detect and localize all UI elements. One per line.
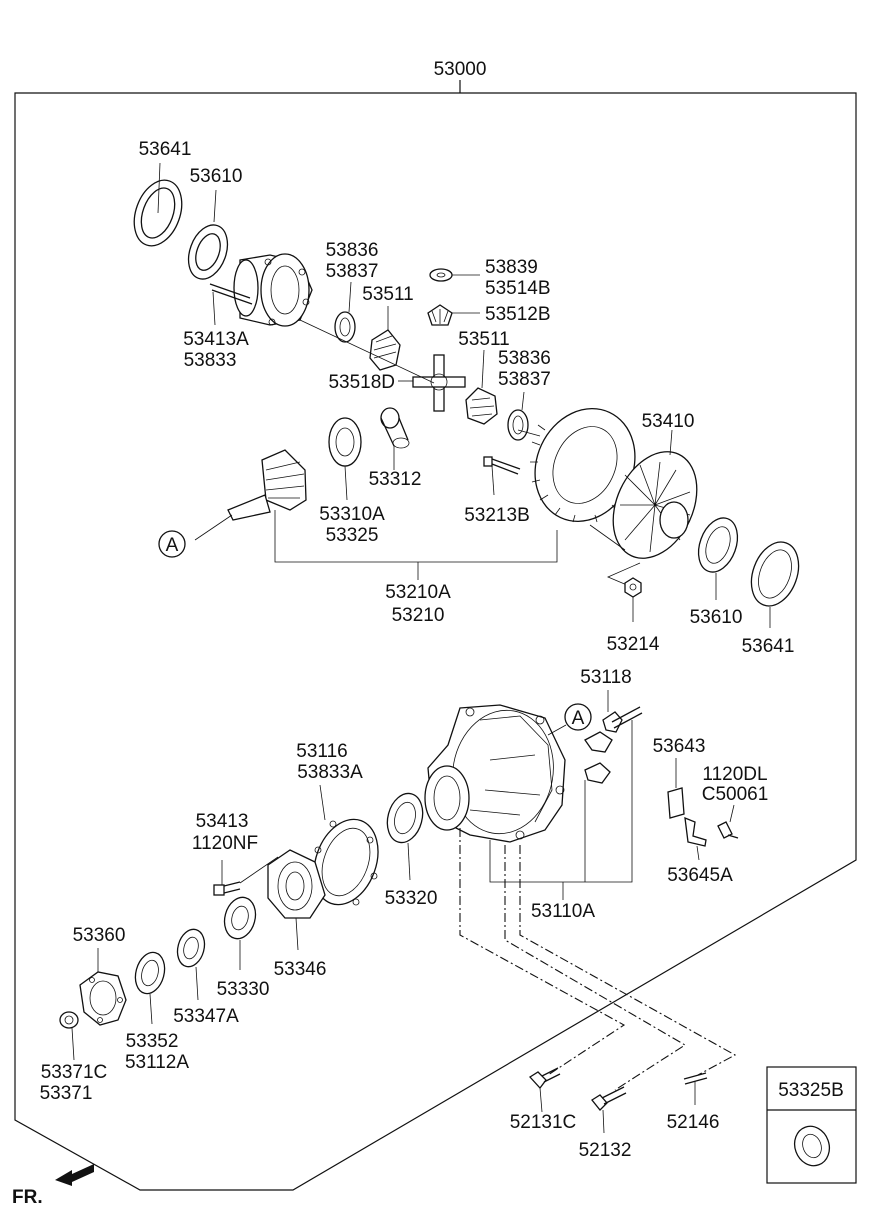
gasket[interactable] bbox=[303, 784, 389, 914]
part-label[interactable]: 1120DL bbox=[702, 764, 767, 785]
bearing-53347a[interactable] bbox=[174, 926, 209, 1001]
bearing-race-bottom[interactable] bbox=[743, 535, 807, 628]
assembly-label[interactable]: 53000 bbox=[434, 59, 487, 80]
carrier-nut[interactable] bbox=[606, 562, 642, 622]
part-label[interactable]: 53214 bbox=[607, 634, 660, 655]
part-label[interactable]: 53511 bbox=[362, 284, 413, 305]
companion-flange[interactable] bbox=[79, 948, 127, 1026]
mount-leader-b bbox=[504, 845, 687, 1091]
part-label[interactable]: 53210 bbox=[392, 605, 445, 626]
inset-box-53325b[interactable] bbox=[766, 1066, 857, 1184]
mounting-plate[interactable] bbox=[667, 758, 685, 819]
part-label[interactable]: 53514B bbox=[485, 278, 551, 299]
collapsible-spacer[interactable] bbox=[380, 407, 410, 470]
part-label[interactable]: 53116 bbox=[296, 741, 347, 762]
part-label[interactable]: 53352 bbox=[126, 1031, 179, 1052]
assembly-boundary bbox=[14, 80, 857, 1191]
ring-gear-bolt[interactable] bbox=[483, 456, 521, 496]
flange-nut[interactable] bbox=[59, 1011, 79, 1061]
part-label[interactable]: 53610 bbox=[190, 166, 243, 187]
part-label[interactable]: 53518D bbox=[328, 372, 395, 393]
part-label[interactable]: 53837 bbox=[498, 369, 551, 390]
part-label[interactable]: 53641 bbox=[139, 139, 192, 160]
part-label[interactable]: 53837 bbox=[326, 261, 379, 282]
part-label[interactable]: 52146 bbox=[667, 1112, 720, 1133]
pinion-gear[interactable] bbox=[427, 304, 480, 326]
bracket-clip[interactable] bbox=[684, 816, 707, 861]
part-label[interactable]: 1120NF bbox=[192, 833, 258, 854]
pinion-bearing[interactable] bbox=[328, 417, 362, 501]
part-label[interactable]: 53312 bbox=[369, 469, 422, 490]
part-label[interactable]: C50061 bbox=[702, 784, 769, 805]
carrier-housing[interactable] bbox=[424, 702, 567, 843]
svg-text:A: A bbox=[572, 708, 585, 729]
part-label[interactable]: 53210A bbox=[385, 582, 451, 603]
thrust-washer-b[interactable] bbox=[507, 391, 529, 441]
part-label[interactable]: 53347A bbox=[173, 1006, 239, 1027]
part-label[interactable]: 53833 bbox=[184, 350, 237, 371]
inset-label[interactable]: 53325B bbox=[778, 1080, 844, 1101]
mount-bolt-52131c[interactable] bbox=[528, 1067, 561, 1113]
mount-leader-c bbox=[519, 845, 737, 1076]
part-label[interactable]: 53320 bbox=[385, 888, 438, 909]
oil-seal[interactable] bbox=[131, 949, 169, 1025]
bracket-bolt[interactable] bbox=[717, 804, 739, 839]
part-label[interactable]: 53110A bbox=[531, 901, 595, 922]
thrust-washer-a[interactable] bbox=[334, 281, 356, 343]
bearing-race-top[interactable] bbox=[126, 162, 191, 252]
part-label[interactable]: 53839 bbox=[485, 257, 538, 278]
part-label[interactable]: 53610 bbox=[690, 607, 743, 628]
differential-case[interactable] bbox=[233, 253, 313, 327]
callout-a-upper[interactable]: A bbox=[158, 530, 186, 558]
part-label[interactable]: 53360 bbox=[73, 925, 126, 946]
mount-bolt-52132[interactable] bbox=[591, 1086, 627, 1134]
part-label[interactable]: 53118 bbox=[580, 667, 631, 688]
bracket-53210a bbox=[274, 510, 558, 563]
part-label[interactable]: 53310A bbox=[319, 504, 385, 525]
part-label[interactable]: 53413 bbox=[196, 811, 249, 832]
part-label[interactable]: 53371 bbox=[40, 1083, 93, 1104]
front-arrow-icon bbox=[55, 1164, 94, 1186]
drive-pinion[interactable] bbox=[194, 449, 307, 541]
bearing-bottom[interactable] bbox=[692, 513, 745, 600]
part-label[interactable]: 53512B bbox=[485, 304, 551, 325]
part-label[interactable]: 53410 bbox=[642, 411, 695, 432]
part-label[interactable]: 53325 bbox=[326, 525, 379, 546]
bearing-cap[interactable] bbox=[584, 690, 643, 784]
side-gear-b[interactable] bbox=[465, 349, 498, 425]
pinion-washer[interactable] bbox=[429, 268, 480, 282]
bracket-53110a bbox=[489, 720, 633, 883]
bearing-retainer[interactable] bbox=[267, 849, 326, 951]
part-label[interactable]: 53413A bbox=[183, 329, 249, 350]
bearing-53330[interactable] bbox=[220, 894, 260, 970]
part-label[interactable]: 53346 bbox=[274, 959, 327, 980]
retainer-bolt[interactable] bbox=[213, 856, 279, 896]
part-label[interactable]: 53836 bbox=[326, 240, 379, 261]
part-label[interactable]: 53112A bbox=[125, 1052, 189, 1073]
front-direction-label: FR. bbox=[12, 1187, 43, 1208]
part-label[interactable]: 53213B bbox=[464, 505, 530, 526]
part-label[interactable]: 53511 bbox=[458, 329, 509, 350]
ring-gear[interactable] bbox=[517, 392, 653, 538]
part-label[interactable]: 53371C bbox=[41, 1062, 108, 1083]
bolt-53413a[interactable] bbox=[209, 283, 253, 326]
mount-leader-a bbox=[459, 828, 626, 1076]
part-label[interactable]: 53645A bbox=[667, 865, 733, 886]
part-label[interactable]: 53833A bbox=[297, 762, 363, 783]
mount-stud-52146[interactable] bbox=[683, 1072, 708, 1105]
svg-text:A: A bbox=[166, 535, 179, 556]
part-label[interactable]: 53641 bbox=[742, 636, 795, 657]
part-label[interactable]: 52131C bbox=[510, 1112, 577, 1133]
differential-carrier[interactable] bbox=[589, 429, 713, 572]
part-label[interactable]: 53836 bbox=[498, 348, 551, 369]
differential-spider[interactable] bbox=[398, 354, 466, 412]
part-label[interactable]: 53330 bbox=[217, 979, 270, 1000]
bearing-top[interactable] bbox=[182, 189, 235, 284]
callout-a-lower[interactable]: A bbox=[564, 703, 592, 731]
part-label[interactable]: 53643 bbox=[653, 736, 706, 757]
part-label[interactable]: 52132 bbox=[579, 1140, 632, 1161]
bearing-53320[interactable] bbox=[382, 789, 428, 881]
